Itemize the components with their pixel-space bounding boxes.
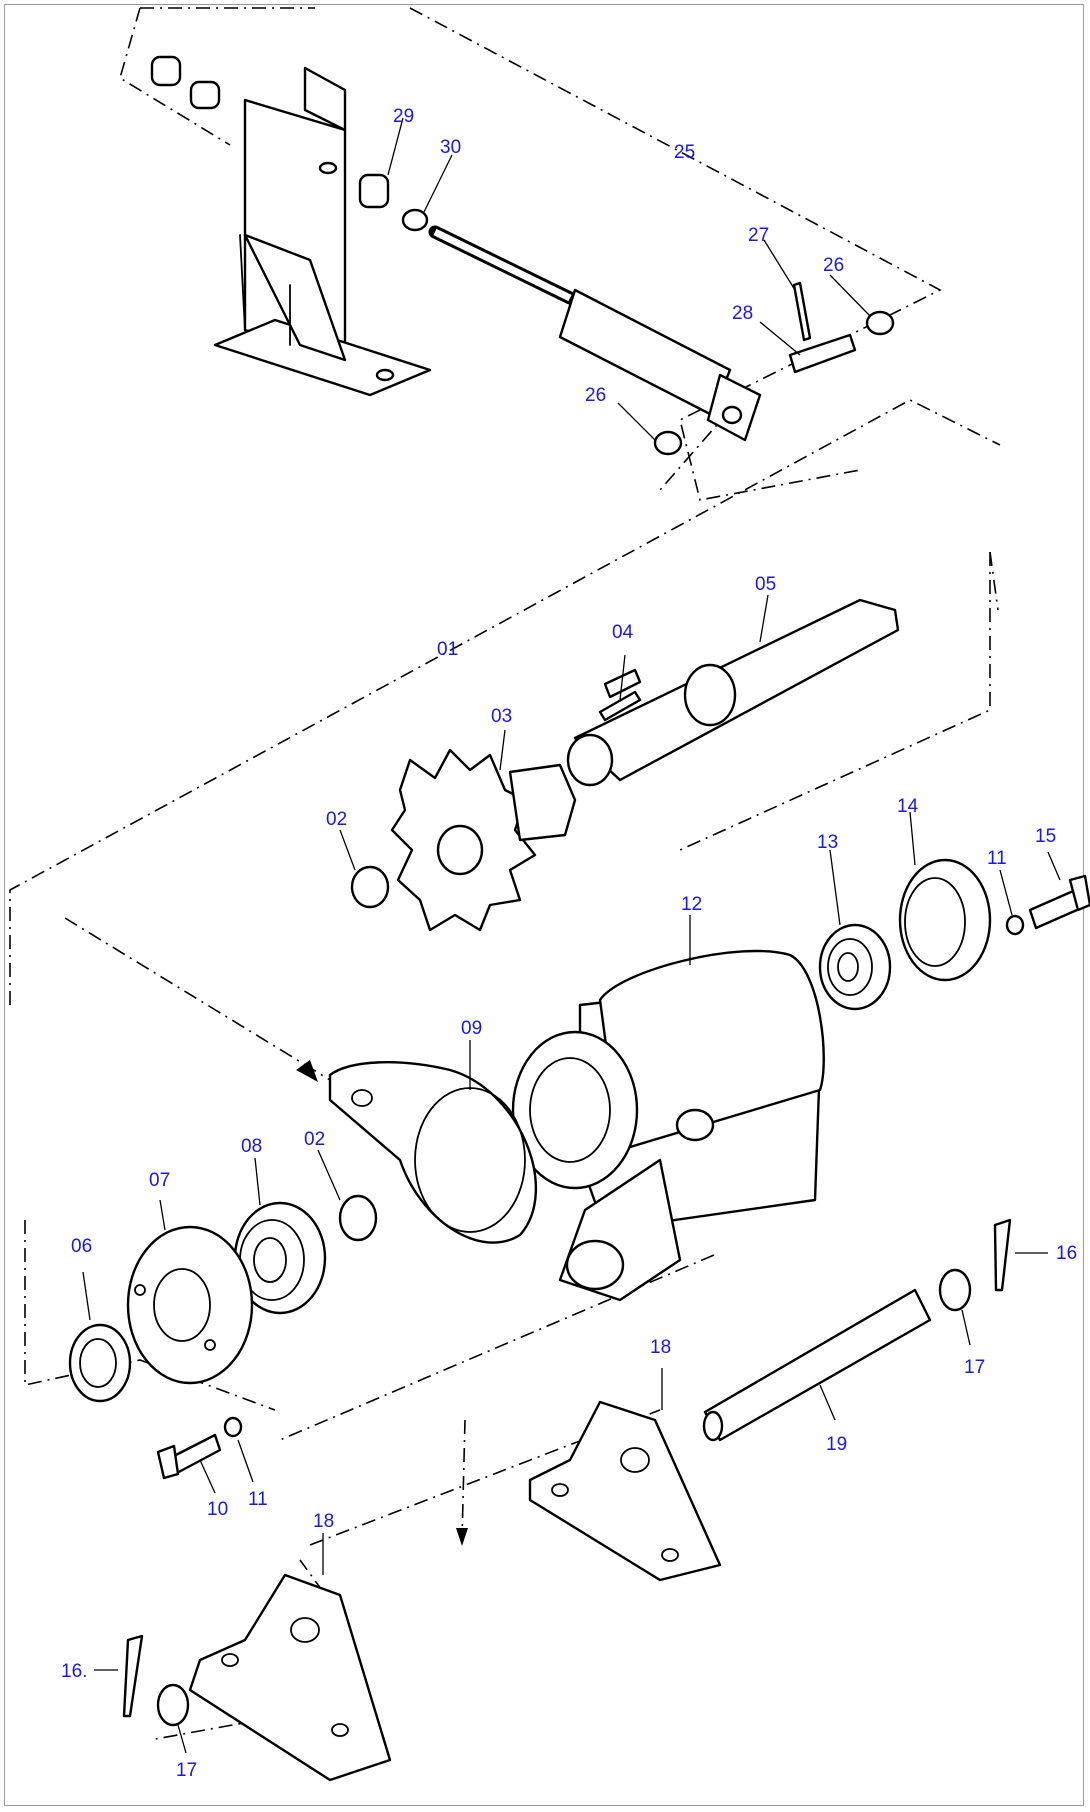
callout-27: 27 [748,225,769,246]
callout-02a: 02 [326,809,347,830]
callout-04: 04 [612,622,634,643]
bushings [150,55,429,232]
pivot-pin-19 [702,1288,932,1442]
callout-01: 01 [437,639,458,660]
gear-housing-12 [511,949,825,1302]
direction-arrows [296,1060,468,1546]
callout-30: 30 [440,137,461,158]
snap-ring-02a [350,865,390,909]
flange-plate-09 [328,1061,537,1244]
callout-16a: 16 [1056,1243,1077,1264]
callout-16b: 16. [61,1661,87,1682]
drive-shaft [566,598,900,787]
pin-and-washers-top [653,281,895,456]
callout-25: 25 [674,142,695,163]
bolt-10-washer-11b [156,1416,243,1480]
callout-18a: 18 [650,1337,671,1358]
callout-12: 12 [681,894,702,915]
cotter-pin-16a [993,1218,1012,1292]
seal-14 [898,858,992,982]
bolt-15-washer-11 [1005,874,1090,936]
bracket-18b [188,1573,392,1782]
callout-15: 15 [1035,826,1056,847]
callout-17b: 17 [176,1760,197,1781]
leader-lines [82,117,1061,1754]
washer-17a [938,1268,972,1312]
sprocket [390,748,577,932]
callout-07: 07 [149,1170,170,1191]
callout-19: 19 [826,1434,847,1455]
callout-14: 14 [897,796,919,817]
callout-13: 13 [817,832,838,853]
callout-18b: 18 [313,1511,334,1532]
callout-06: 06 [71,1236,92,1257]
callout-05: 05 [755,574,776,595]
callout-17a: 17 [964,1357,985,1378]
bearing-13 [818,923,892,1011]
seal-06 [68,1323,132,1403]
callout-02b: 02 [304,1129,325,1150]
callout-10: 10 [207,1499,228,1520]
pedestal-stand [213,66,432,397]
bracket-18a [528,1400,722,1582]
callout-26a: 26 [823,255,844,276]
snap-ring-02b [338,1194,378,1242]
bearing-08 [233,1201,327,1315]
callout-11b: 11 [248,1489,268,1510]
callout-29: 29 [393,106,414,127]
callout-09: 09 [461,1018,482,1039]
callout-08: 08 [241,1136,262,1157]
callout-26b: 26 [585,385,606,406]
bearing-flange-07 [126,1225,254,1385]
cotter-pin-16b [122,1634,144,1718]
hydraulic-cylinder [428,225,762,442]
callout-labels: 29 30 25 27 26 28 26 05 04 01 03 02 14 1… [61,106,1077,1781]
washer-17b [156,1683,190,1727]
callout-11a: 11 [987,848,1007,869]
callout-03: 03 [491,706,512,727]
callout-28: 28 [732,303,753,324]
